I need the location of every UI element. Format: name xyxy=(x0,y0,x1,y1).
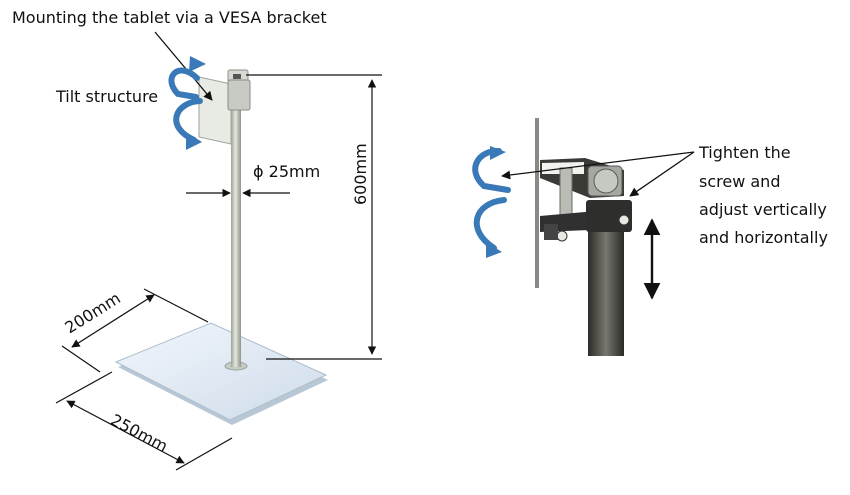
tighten-line-4: and horizontally xyxy=(699,228,828,247)
tilt-arrowhead-bottom xyxy=(186,132,202,150)
tilt-arrowhead-r-bottom xyxy=(486,242,502,258)
height-label: 600mm xyxy=(351,143,370,205)
height-dimension xyxy=(246,74,382,360)
mounting-leader xyxy=(154,31,213,101)
base-plate xyxy=(114,322,328,425)
vesa-bracket xyxy=(198,69,251,145)
length-dimension xyxy=(55,371,233,471)
tighten-line-3: adjust vertically xyxy=(699,200,827,219)
diameter-label: ϕ 25mm xyxy=(253,162,321,181)
mounting-label: Mounting the tablet via a VESA bracket xyxy=(12,8,327,27)
tighten-line-1: Tighten the xyxy=(699,143,791,162)
pole xyxy=(231,92,241,367)
tilt-arrowhead-r-top xyxy=(490,146,506,160)
width-dimension xyxy=(61,288,209,373)
tilt-arrows-right xyxy=(472,148,511,251)
tilt-arrowhead-top xyxy=(189,56,206,72)
tighten-leaders xyxy=(501,151,695,197)
closeup-bracket xyxy=(535,118,632,356)
tighten-line-2: screw and xyxy=(699,172,781,191)
tilt-structure-label: Tilt structure xyxy=(56,87,159,106)
